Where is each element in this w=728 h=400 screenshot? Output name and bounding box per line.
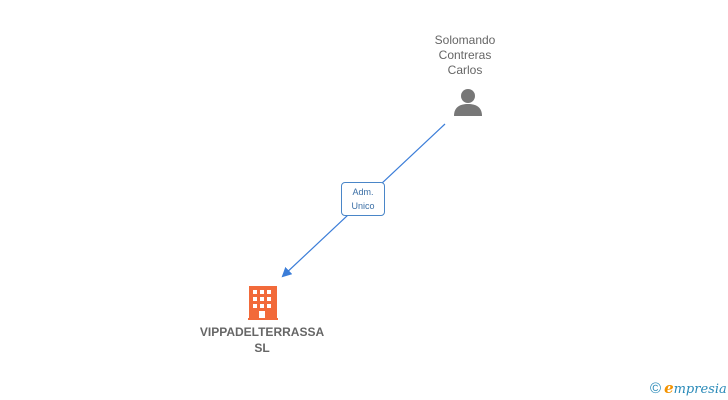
person-name-line-1: Solomando bbox=[434, 33, 496, 47]
copyright-icon: © bbox=[650, 380, 662, 397]
building-icon[interactable] bbox=[248, 286, 278, 320]
person-name-line-3: Carlos bbox=[447, 63, 483, 77]
company-name[interactable]: VIPPADELTERRASSA SL bbox=[180, 324, 344, 356]
person-name[interactable]: Solomando Contreras Carlos bbox=[405, 33, 525, 78]
brand-logo-e: e bbox=[664, 379, 674, 397]
empresia-brand[interactable]: © empresia bbox=[650, 379, 727, 399]
person-icon[interactable] bbox=[454, 89, 482, 116]
company-name-line-1: VIPPADELTERRASSA bbox=[199, 325, 325, 339]
relation-label-line-2: Unico bbox=[351, 201, 375, 211]
brand-logo: empresia bbox=[664, 379, 727, 399]
company-name-line-2: SL bbox=[254, 341, 270, 355]
relation-label-line-1: Adm. bbox=[352, 187, 374, 197]
relation-label[interactable]: Adm. Unico bbox=[341, 182, 385, 216]
brand-logo-rest: mpresia bbox=[673, 382, 727, 397]
person-name-line-2: Contreras bbox=[438, 48, 492, 62]
